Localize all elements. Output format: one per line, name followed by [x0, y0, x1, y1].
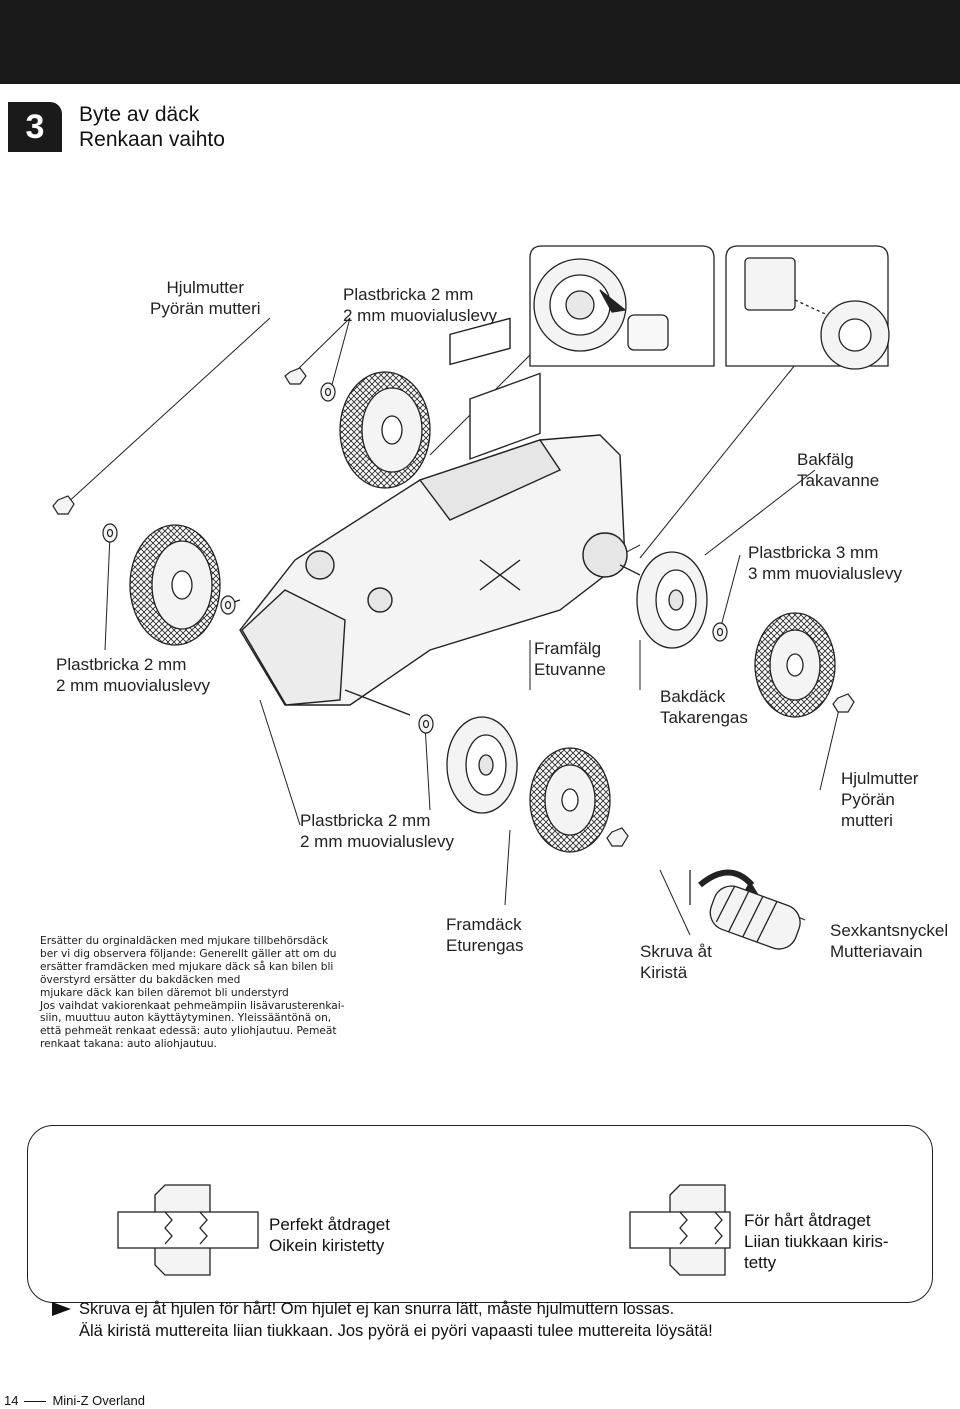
front-right-rim: [446, 716, 518, 814]
label-perfect-tightening: Perfekt åtdraget Oikein kiristetty: [269, 1215, 390, 1255]
front-right-wheel: [529, 747, 611, 853]
label-bakdack: Bakdäck Takarengas: [660, 687, 748, 727]
rear-left-wheel: [339, 371, 431, 489]
tightening-panel: [27, 1125, 933, 1303]
rear-right-rim: [636, 551, 708, 649]
rear-right-wheel: [754, 612, 836, 718]
leader-lines: [64, 317, 841, 936]
label-framfalg: Framfälg Etuvanne: [534, 639, 606, 679]
label-plastbricka-bottom: Plastbricka 2 mm 2 mm muovialuslevy: [300, 811, 454, 851]
arrow-right-icon: [52, 1302, 71, 1316]
top-black-bar: [0, 0, 960, 84]
label-too-tight: För hårt åtdraget Liian tiukkaan kiris- …: [744, 1211, 889, 1272]
perfect-tightening-icon: [117, 1184, 259, 1276]
front-left-wheel: [129, 524, 221, 646]
title-swedish: Byte av däck: [79, 103, 200, 126]
detail-inset-front: [529, 245, 715, 367]
page-footer: 14 Mini-Z Overland: [4, 1393, 145, 1409]
label-skruva-at: Skruva åt Kiristä: [640, 942, 712, 982]
label-sexkantsnyckel: Sexkantsnyckel Mutteriavain: [830, 921, 949, 961]
label-hjulmutter-right: Hjulmutter Pyörän mutteri: [841, 769, 919, 830]
nuts-washers: [52, 367, 855, 847]
label-hjulmutter-left: Hjulmutter Pyörän mutteri: [150, 278, 261, 318]
detail-inset-rear: [725, 245, 890, 370]
hex-wrench: [689, 869, 801, 950]
page-number: 14: [4, 1393, 19, 1408]
label-plastbricka-left: Plastbricka 2 mm 2 mm muovialuslevy: [56, 655, 210, 695]
page-title: Byte av däck Renkaan vaihto: [79, 102, 225, 152]
label-plastbricka-top: Plastbricka 2 mm 2 mm muovialuslevy: [343, 285, 497, 325]
title-finnish: Renkaan vaihto: [79, 128, 225, 151]
label-plastbricka-3mm: Plastbricka 3 mm 3 mm muovialuslevy: [748, 543, 902, 583]
product-name: Mini-Z Overland: [52, 1393, 145, 1408]
too-tight-icon: [629, 1184, 731, 1276]
tire-note-paragraph: Ersätter du orginaldäcken med mjukare ti…: [40, 935, 345, 1051]
label-framdack: Framdäck Eturengas: [446, 915, 524, 955]
label-bakfalg: Bakfälg Takavanne: [797, 450, 880, 490]
footer-dash: [24, 1401, 47, 1403]
step-number-badge: 3: [8, 102, 62, 152]
chassis: [224, 317, 641, 716]
